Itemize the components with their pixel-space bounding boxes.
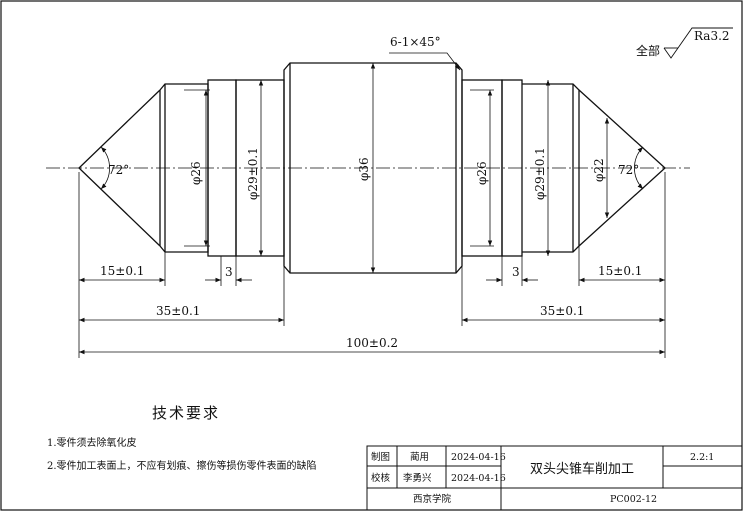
tb-school: 西京学院 xyxy=(413,493,452,505)
length-dimension-lines xyxy=(78,172,666,358)
tb-drawing-no: PC002-12 xyxy=(610,494,657,505)
left-cone-angle-label: 72° xyxy=(108,163,129,177)
len3-right-label: 3 xyxy=(512,265,520,279)
right-cone-angle-label: 72° xyxy=(618,163,639,177)
len15-right-label: 15±0.1 xyxy=(598,264,642,278)
len3-left-label: 3 xyxy=(225,265,233,279)
d29-left-label: φ29±0.1 xyxy=(246,147,260,200)
len100-label: 100±0.2 xyxy=(346,336,398,350)
chamfer-leader xyxy=(389,52,461,71)
d22-label: φ22 xyxy=(592,158,606,182)
len35-left-label: 35±0.1 xyxy=(156,304,200,318)
d36-label: φ36 xyxy=(357,157,371,181)
roughness-prefix: 全部 xyxy=(636,43,660,58)
tb-date-2: 2024-04-16 xyxy=(451,473,506,484)
tech-requirement-item-1: 1.零件须去除氧化皮 xyxy=(47,436,137,449)
tech-requirements-title: 技术要求 xyxy=(152,404,220,422)
tb-scale: 2.2:1 xyxy=(690,452,714,463)
tb-part-name: 双头尖锥车削加工 xyxy=(530,461,634,477)
roughness-icon xyxy=(663,27,733,59)
tb-role-1: 制图 xyxy=(371,451,390,463)
tb-date-1: 2024-04-16 xyxy=(451,452,506,463)
len35-right-label: 35±0.1 xyxy=(540,304,584,318)
cone-angle-arcs xyxy=(100,146,644,190)
roughness-value: Ra3.2 xyxy=(694,29,730,43)
tb-name-1: 蔺用 xyxy=(410,451,429,463)
d26-right-label: φ26 xyxy=(475,161,489,185)
diameter-dimension-lines xyxy=(184,62,610,273)
len15-left-label: 15±0.1 xyxy=(100,264,144,278)
d29-right-label: φ29±0.1 xyxy=(533,147,547,200)
title-block xyxy=(366,445,743,511)
tech-requirement-item-2: 2.零件加工表面上，不应有划痕、擦伤等损伤零件表面的缺陷 xyxy=(47,459,317,472)
tb-name-2: 李勇兴 xyxy=(403,472,432,484)
d26-left-label: φ26 xyxy=(189,161,203,185)
tb-role-2: 校核 xyxy=(371,472,391,484)
chamfer-note: 6-1×45° xyxy=(390,35,441,49)
